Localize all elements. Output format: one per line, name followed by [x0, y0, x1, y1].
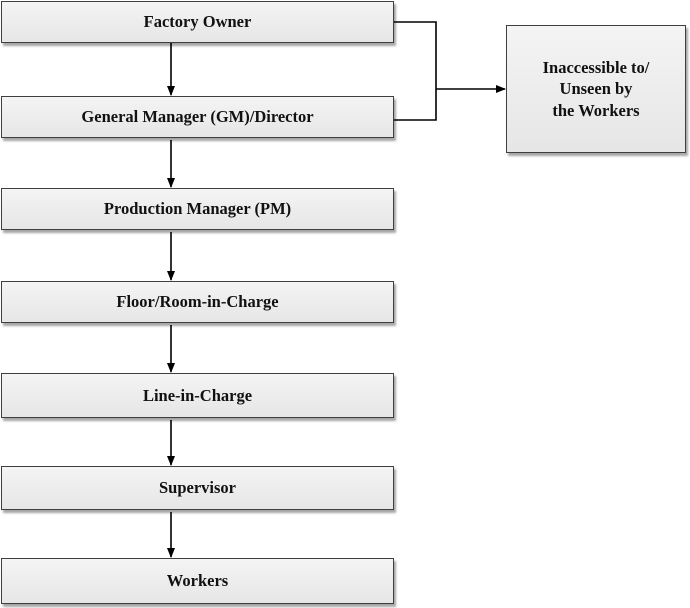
node-label: Line-in-Charge [142, 385, 253, 405]
node-general-manager: General Manager (GM)/Director [1, 96, 394, 138]
node-label-line: Unseen by [559, 79, 633, 99]
node-inaccessible: Inaccessible to/ Unseen by the Workers [506, 25, 686, 153]
node-label-line: the Workers [552, 100, 640, 120]
node-label: Factory Owner [143, 12, 252, 31]
node-label: Workers [166, 571, 229, 590]
node-label: Production Manager (PM) [103, 199, 292, 218]
node-supervisor: Supervisor [1, 466, 394, 510]
node-label: Supervisor [158, 478, 236, 497]
node-label: Floor/Room-in-Charge [116, 292, 279, 311]
node-label-line: Inaccessible to/ [542, 57, 650, 77]
node-factory-owner: Factory Owner [1, 1, 394, 43]
node-workers: Workers [1, 558, 394, 604]
node-line-in-charge: Line-in-Charge [1, 373, 394, 418]
node-production-manager: Production Manager (PM) [1, 188, 394, 230]
bracket-owner-gm [394, 21, 437, 121]
node-floor-in-charge: Floor/Room-in-Charge [1, 281, 394, 323]
node-label: General Manager (GM)/Director [81, 107, 314, 126]
